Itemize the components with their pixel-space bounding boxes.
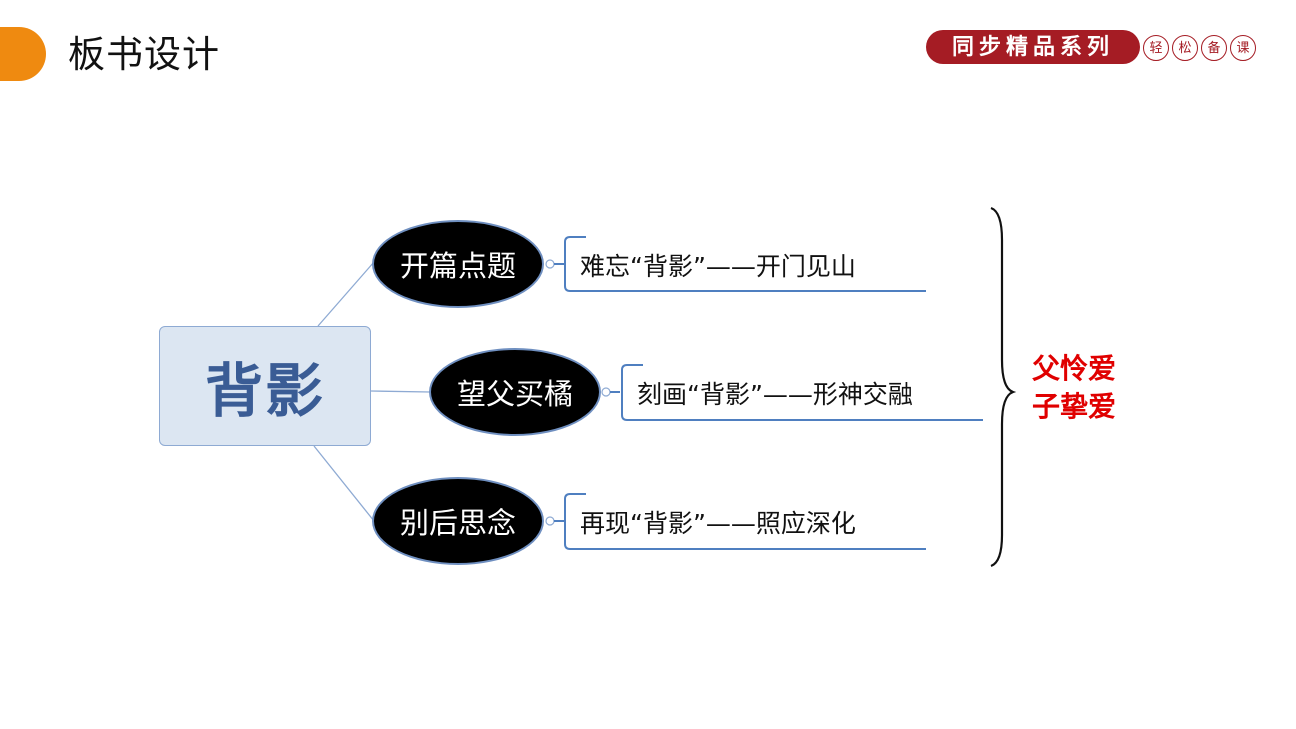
seal-char: 轻 (1143, 35, 1169, 61)
branch-node-3: 别后思念 (372, 477, 544, 565)
detail-bracket-3 (554, 493, 926, 550)
seal-char: 备 (1201, 35, 1227, 61)
branch-detail-1: 难忘“背影”——开门见山 (580, 252, 856, 281)
branch-node-2: 望父买橘 (429, 348, 601, 436)
collapse-dot-2[interactable] (601, 387, 611, 397)
seal-char: 课 (1230, 35, 1256, 61)
seal-row-logo: 轻 松 备 课 (1143, 35, 1256, 61)
seal-char: 松 (1172, 35, 1198, 61)
branch-detail-3: 再现“背影”——照应深化 (580, 509, 856, 538)
conclusion-text: 父怜爱 子挚爱 (1032, 350, 1116, 426)
series-badge-logo: 同步精品系列 (926, 30, 1140, 64)
collapse-dot-3[interactable] (545, 516, 555, 526)
collapse-dot-1[interactable] (545, 259, 555, 269)
accent-tab (0, 27, 46, 81)
root-node-beiying: 背影 (159, 326, 371, 446)
conclusion-line-1: 父怜爱 (1032, 352, 1117, 385)
page-title: 板书设计 (68, 33, 220, 76)
connector-root-branch-3 (313, 445, 375, 522)
right-curly-brace (990, 206, 1017, 568)
connector-root-branch-1 (317, 261, 375, 327)
branch-detail-2: 刻画“背影”——形神交融 (637, 380, 913, 409)
branch-node-1: 开篇点题 (372, 220, 544, 308)
detail-bracket-2 (610, 364, 983, 421)
conclusion-line-2: 子挚爱 (1032, 390, 1117, 423)
connector-root-branch-2 (370, 390, 431, 393)
detail-bracket-1 (554, 236, 926, 292)
